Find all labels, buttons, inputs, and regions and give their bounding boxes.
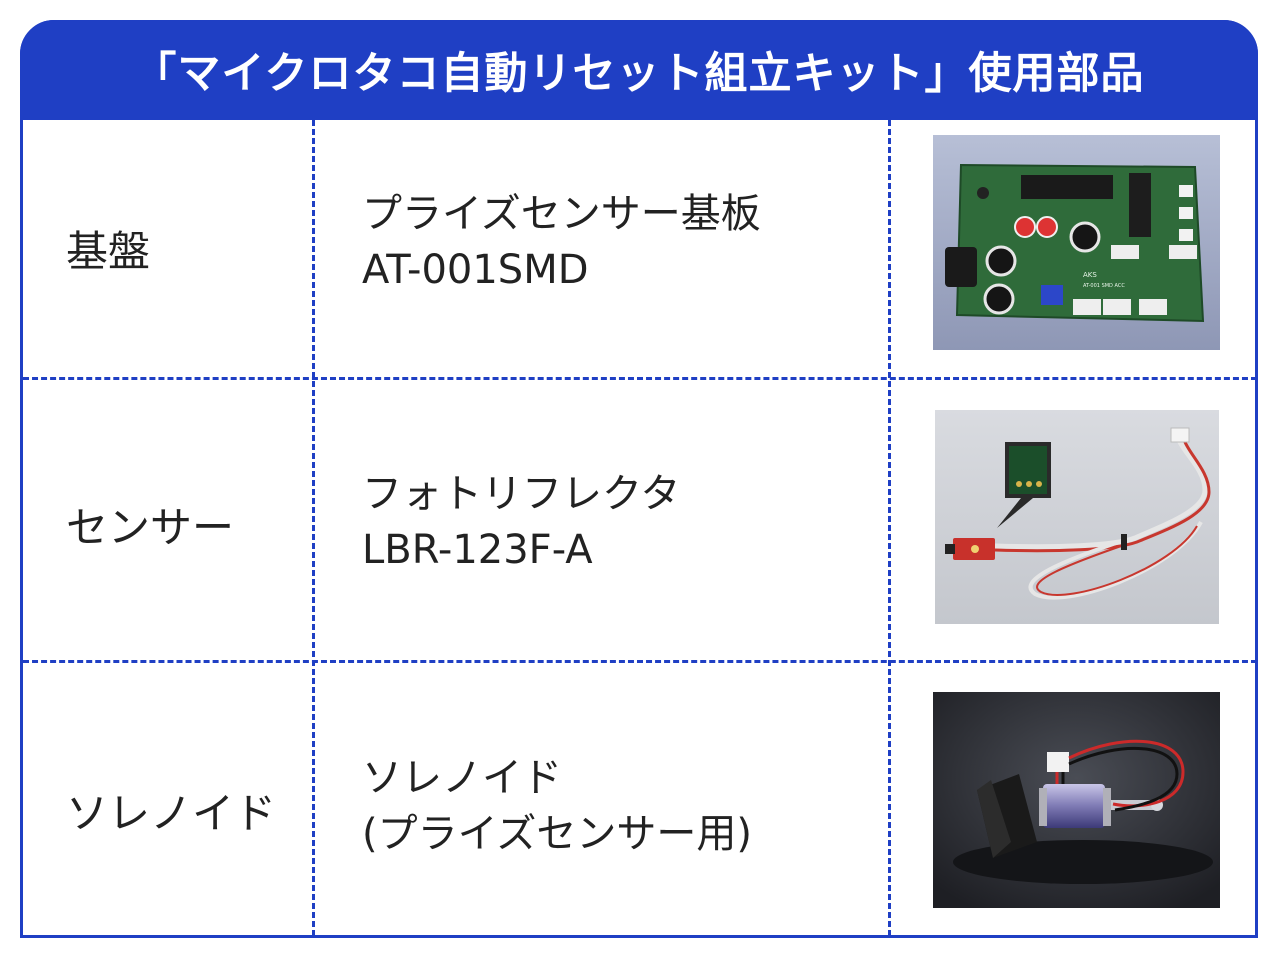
- solenoid-photo: [933, 692, 1220, 908]
- column-divider-1: [312, 120, 315, 936]
- part-model: (プライズセンサー用): [362, 811, 753, 857]
- board-model-label: AT-001 SMD ACC: [1083, 283, 1125, 289]
- row-divider-1: [23, 377, 1257, 380]
- part-model: LBR-123F-A: [362, 527, 593, 573]
- row-divider-2: [23, 660, 1257, 663]
- row-description-board: プライズセンサー基板 AT-001SMD: [362, 186, 761, 298]
- part-name: プライズセンサー基板: [362, 191, 761, 237]
- row-category-sensor: センサー: [66, 503, 235, 552]
- part-name: ソレノイド: [362, 755, 562, 801]
- pcb-board-photo: AKS AT-001 SMD ACC: [933, 135, 1220, 350]
- column-divider-2: [888, 120, 891, 936]
- part-model: AT-001SMD: [362, 247, 589, 293]
- row-category-solenoid: ソレノイド: [66, 789, 277, 838]
- photo-reflector-sensor-photo: [935, 410, 1219, 624]
- board-brand-label: AKS: [1083, 271, 1097, 279]
- page-title: 「マイクロタコ自動リセット組立キット」使用部品: [20, 20, 1258, 120]
- row-description-sensor: フォトリフレクタ LBR-123F-A: [362, 466, 680, 578]
- row-description-solenoid: ソレノイド (プライズセンサー用): [362, 750, 752, 862]
- row-category-board: 基盤: [66, 227, 151, 276]
- part-name: フォトリフレクタ: [362, 471, 681, 517]
